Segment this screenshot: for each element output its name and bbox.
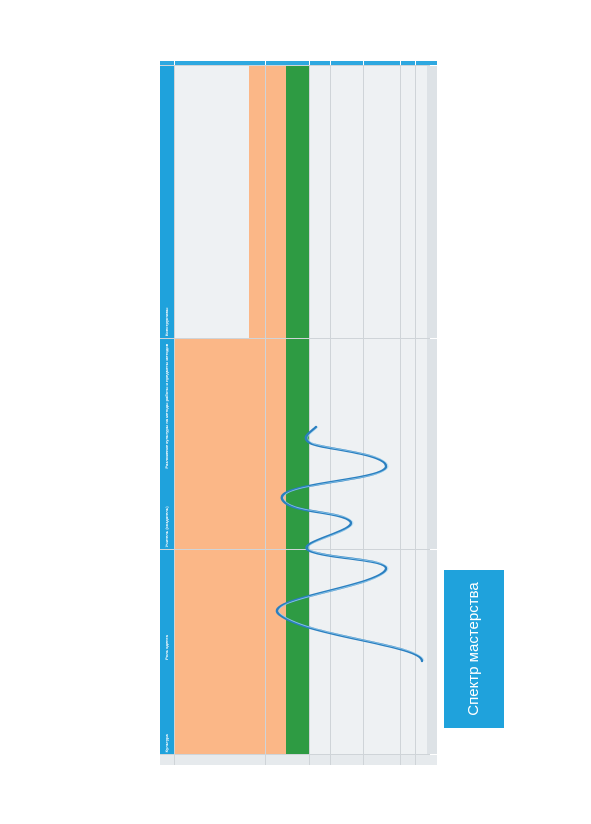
student-role-cell [363, 549, 384, 662]
row-marker [415, 755, 427, 765]
constructs-cell [415, 66, 427, 339]
student-role-cell [427, 549, 438, 662]
student-role-cell [400, 549, 415, 662]
row-marker [384, 755, 401, 765]
methods-cell [400, 338, 415, 471]
row-edge [249, 61, 266, 66]
student-role-cell [384, 549, 401, 662]
teacher-cell [249, 471, 266, 550]
culture-cell [286, 662, 310, 755]
culture-cell [363, 662, 384, 755]
teacher-cell [265, 471, 286, 550]
teacher-cell [330, 471, 347, 550]
methods-cell [415, 338, 427, 471]
methods-cell [265, 338, 286, 471]
methods-cell [363, 338, 384, 471]
teacher-cell [174, 471, 249, 550]
methods-cell [174, 338, 249, 471]
constructs-cell [309, 66, 330, 339]
row-marker [249, 755, 266, 765]
methods-cell [309, 338, 330, 471]
spectrum-callout-label: Спектр мастерства [464, 582, 482, 716]
culture-cell [384, 662, 401, 755]
culture-cell [400, 662, 415, 755]
spectrum-callout: Спектр мастерства [444, 570, 504, 728]
teacher-cell [415, 471, 427, 550]
constructs-cell [347, 66, 364, 339]
culture-cell [309, 662, 330, 755]
header-student-role: Роль ядента [160, 549, 174, 662]
teacher-cell [347, 471, 364, 550]
row-edge [286, 61, 310, 66]
row-edge [427, 61, 438, 66]
row-edge [400, 61, 415, 66]
constructs-cell [384, 66, 401, 339]
row-edge [363, 61, 384, 66]
table-corner-cell [160, 755, 174, 765]
culture-table: Культура Роль ядента Учитель (создатель)… [160, 61, 438, 765]
teacher-cell [400, 471, 415, 550]
row-edge [330, 61, 347, 66]
constructs-cell [363, 66, 384, 339]
methods-cell [249, 338, 266, 471]
culture-cell [265, 662, 286, 755]
constructs-cell [286, 66, 310, 339]
row-marker [347, 755, 364, 765]
constructs-cell [265, 66, 286, 339]
culture-cell [415, 662, 427, 755]
row-marker [330, 755, 347, 765]
student-role-cell [347, 549, 364, 662]
student-role-cell [249, 549, 266, 662]
culture-cell [174, 662, 249, 755]
culture-cell [347, 662, 364, 755]
constructs-cell [330, 66, 347, 339]
methods-cell [384, 338, 401, 471]
student-role-cell [415, 549, 427, 662]
culture-cell [427, 662, 438, 755]
row-edge [415, 61, 427, 66]
row-edge [309, 61, 330, 66]
constructs-cell [427, 66, 438, 339]
student-role-cell [174, 549, 249, 662]
teacher-cell [427, 471, 438, 550]
methods-cell [427, 338, 438, 471]
header-culture: Культура [160, 662, 174, 755]
student-role-cell [265, 549, 286, 662]
row-marker [400, 755, 415, 765]
row-marker [363, 755, 384, 765]
constructs-cell [174, 66, 249, 339]
constructs-cell [400, 66, 415, 339]
student-role-cell [286, 549, 310, 662]
row-edge [384, 61, 401, 66]
row-edge [265, 61, 286, 66]
methods-cell [330, 338, 347, 471]
methods-cell [286, 338, 310, 471]
rotated-table-sheet: Культура Роль ядента Учитель (создатель)… [160, 61, 438, 765]
header-methods: Разложение культуры на методы работы и п… [160, 338, 174, 471]
row-edge [174, 61, 249, 66]
row-marker [427, 755, 438, 765]
culture-cell [249, 662, 266, 755]
row-marker [174, 755, 249, 765]
header-edge-cell [160, 61, 174, 66]
row-marker [309, 755, 330, 765]
row-edge [347, 61, 364, 66]
constructs-cell [249, 66, 266, 339]
student-role-cell [309, 549, 330, 662]
row-marker [286, 755, 310, 765]
teacher-cell [286, 471, 310, 550]
teacher-cell [363, 471, 384, 550]
teacher-cell [384, 471, 401, 550]
student-role-cell [330, 549, 347, 662]
culture-cell [330, 662, 347, 755]
header-teacher: Учитель (создатель) [160, 471, 174, 550]
header-constructs: Конструктивы [160, 66, 174, 339]
row-marker [265, 755, 286, 765]
methods-cell [347, 338, 364, 471]
teacher-cell [309, 471, 330, 550]
